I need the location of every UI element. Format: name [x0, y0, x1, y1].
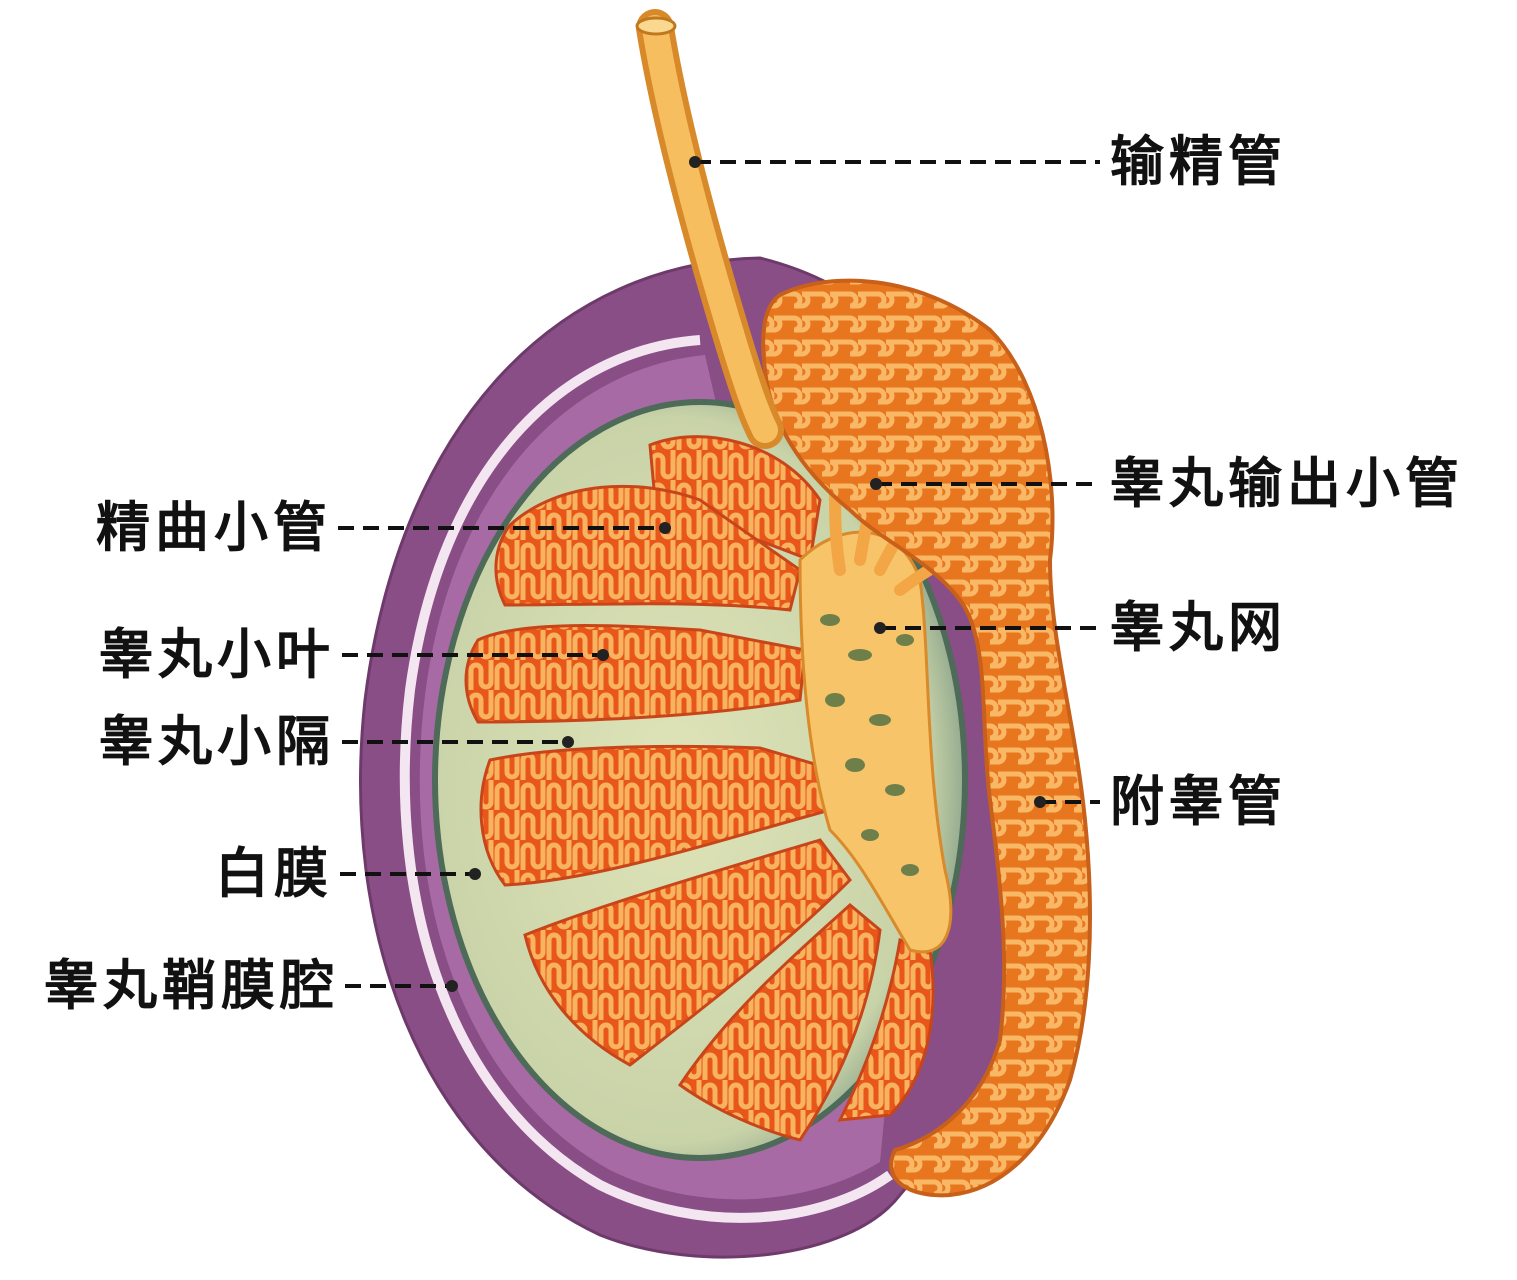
label-seminiferous-tubules: 精曲小管 [96, 501, 332, 555]
label-epididymis: 附睾管 [1110, 775, 1287, 829]
label-rete-testis: 睾丸网 [1110, 601, 1287, 655]
dot-epididymis [1034, 796, 1046, 808]
dot-rete-testis [874, 622, 886, 634]
label-septa: 睾丸小隔 [99, 715, 335, 769]
dot-tunica-albuginea [469, 868, 481, 880]
dot-septa [562, 736, 574, 748]
dot-vas-deferens [689, 156, 701, 168]
label-tunica-vaginalis-cavity: 睾丸鞘膜腔 [44, 959, 339, 1013]
label-lobules: 睾丸小叶 [99, 628, 335, 682]
label-tunica-albuginea: 白膜 [215, 847, 333, 901]
lobule-3 [466, 626, 805, 722]
dot-tunica-vaginalis-cavity [446, 980, 458, 992]
label-efferent-ductules: 睾丸输出小管 [1110, 457, 1464, 511]
dot-seminiferous-tubules [659, 522, 671, 534]
dot-lobules [597, 649, 609, 661]
dot-efferent-ductules [870, 478, 882, 490]
label-vas-deferens: 输精管 [1110, 135, 1287, 189]
vas-deferens-opening [637, 18, 675, 34]
